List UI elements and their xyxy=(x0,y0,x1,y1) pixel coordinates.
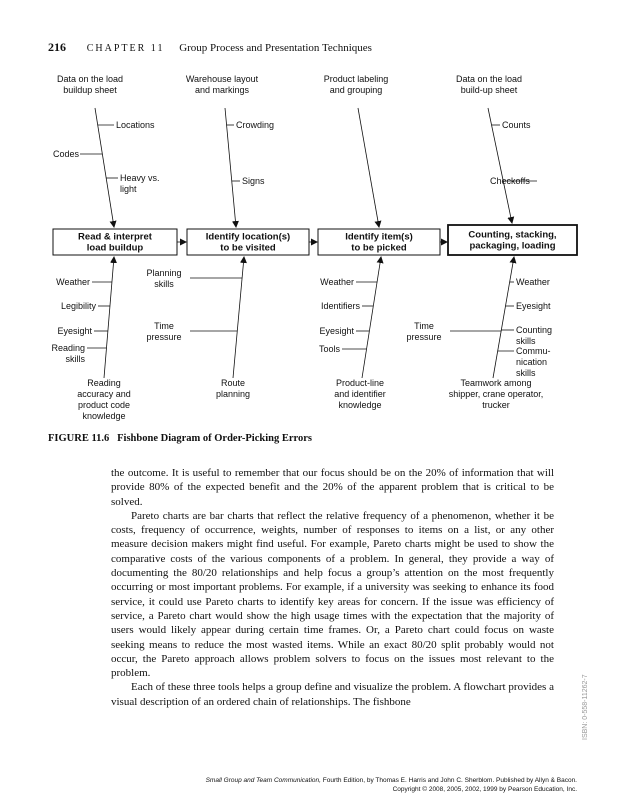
bone-top-3 xyxy=(357,107,382,228)
cause-bottom-3-left-4: Tools xyxy=(319,344,341,354)
cause-top-4-right-1: Counts xyxy=(502,120,531,130)
bone-bottom-3 xyxy=(361,256,384,379)
cause-bottom-1-left-1: Weather xyxy=(56,277,90,287)
bone-top-1 xyxy=(94,107,117,228)
figure-caption: FIGURE 11.6 Fishbone Diagram of Order-Pi… xyxy=(48,433,312,444)
figure-title: Fishbone Diagram of Order-Picking Errors xyxy=(117,433,312,444)
cause-top-2-right-1: Crowding xyxy=(236,120,274,130)
bone-top-4 xyxy=(487,107,515,224)
footer-copyright: Copyright © 2008, 2005, 2002, 1999 by Pe… xyxy=(392,785,577,793)
cause-bottom-1-left-2: Legibility xyxy=(61,301,97,311)
footer-line-1: Small Group and Team Communication, Four… xyxy=(206,777,577,786)
page-number: 216 xyxy=(48,40,66,54)
chapter-label: CHAPTER 11 xyxy=(86,43,165,54)
bone-bottom-1 xyxy=(103,256,117,379)
page-header: 216 CHAPTER 11 Group Process and Present… xyxy=(48,40,372,55)
paragraph-3: Each of these three tools helps a group … xyxy=(111,681,554,708)
body-text: the outcome. It is useful to remember th… xyxy=(111,466,554,709)
footer-book-title: Small Group and Team Communication, xyxy=(205,777,321,784)
cause-bottom-4-right-1: Weather xyxy=(516,277,550,287)
chapter-title: Group Process and Presentation Technique… xyxy=(179,42,372,54)
cause-top-1-left-1: Codes xyxy=(53,149,80,159)
figure-label: FIGURE 11.6 xyxy=(48,433,110,444)
paragraph-2: Pareto charts are bar charts that reflec… xyxy=(111,509,554,680)
cause-bottom-3-left-2: Identifiers xyxy=(321,301,361,311)
cause-bottom-1-left-3: Eyesight xyxy=(57,326,92,336)
page-footer: Small Group and Team Communication, Four… xyxy=(206,777,577,794)
effect-label-4: Counting, stacking,packaging, loading xyxy=(468,230,556,252)
cause-bottom-4-right-2: Eyesight xyxy=(516,301,551,311)
cause-bottom-3-left-3: Eyesight xyxy=(319,326,354,336)
cause-bottom-3-left-1: Weather xyxy=(320,277,354,287)
effect-box-1 xyxy=(52,228,178,256)
footer-publisher: Fourth Edition, by Thomas E. Harris and … xyxy=(320,777,577,784)
effect-box-4 xyxy=(447,224,578,256)
bone-bottom-2 xyxy=(232,256,247,379)
cause-top-1-right-2: Heavy vs.light xyxy=(120,173,160,194)
bone-top-2 xyxy=(224,107,239,228)
isbn-side-text: ISBN: 0-558-11262-7 xyxy=(582,674,589,740)
bone-bottom-4 xyxy=(492,256,517,379)
cause-top-2-right-2: Signs xyxy=(242,176,265,186)
effect-label-3: Identify item(s)to be picked xyxy=(345,232,413,254)
effect-label-2: Identify location(s)to be visited xyxy=(206,232,290,254)
effect-box-2 xyxy=(186,228,310,256)
paragraph-1: the outcome. It is useful to remember th… xyxy=(111,467,554,508)
cause-top-1-right-1: Locations xyxy=(116,120,155,130)
